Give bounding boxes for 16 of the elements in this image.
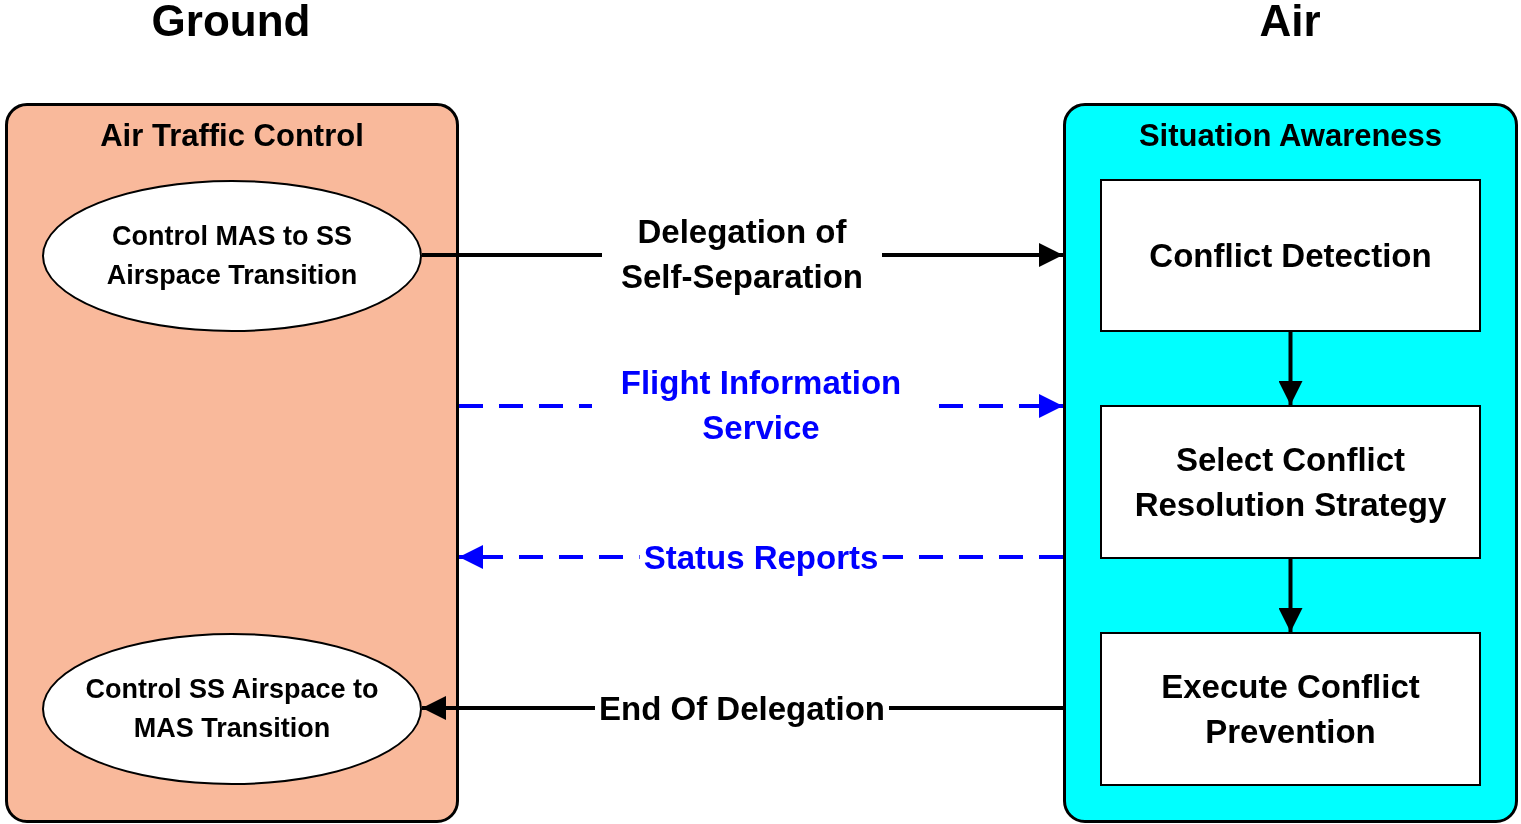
process-box (1100, 179, 1481, 332)
node-label: Control SS Airspace to MAS Transition (84, 673, 380, 745)
node-label: Execute Conflict Prevention (1160, 667, 1421, 752)
column-heading: Ground (151, 0, 311, 46)
column-heading: Air (1259, 0, 1321, 46)
node-label: Select Conflict Resolution Strategy (1133, 440, 1448, 525)
node-label: Control MAS to SS Airspace Transition (105, 220, 359, 292)
process-box (1100, 405, 1481, 559)
panel-heading: Air Traffic Control (99, 118, 365, 154)
arrow (1278, 332, 1303, 405)
panel-heading: Situation Awareness (1137, 118, 1444, 154)
group-panel (5, 103, 459, 823)
process-box (1100, 632, 1481, 786)
group-panel (1063, 103, 1518, 823)
node-label: Conflict Detection (1149, 236, 1432, 276)
arrow (1278, 559, 1303, 632)
